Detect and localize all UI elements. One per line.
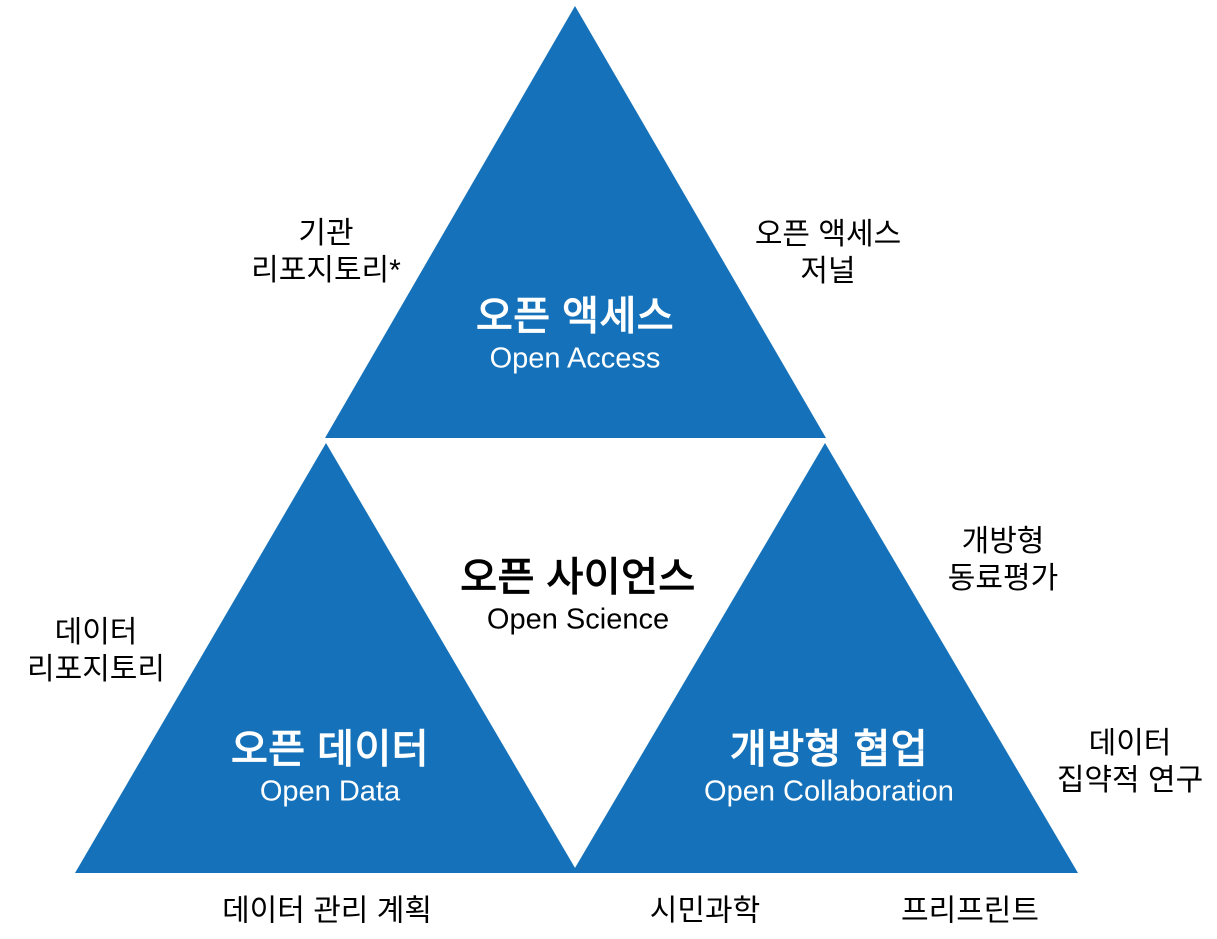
open-access-title-en: Open Access — [489, 342, 661, 375]
open-access-journal-label: 오픈 액세스 저널 — [755, 216, 901, 290]
open-collaboration-title-en: Open Collaboration — [704, 775, 954, 808]
open-data-label: 오픈 데이터 Open Data — [231, 727, 429, 810]
data-repository-line1: 데이터 — [54, 616, 138, 649]
preprint-label: 프리프린트 — [901, 894, 1039, 928]
open-access-journal-line2: 저널 — [800, 255, 856, 288]
data-repository-line2: 리포지토리 — [27, 653, 165, 686]
institutional-repository-label: 기관 리포지토리* — [251, 215, 401, 289]
institutional-repository-line1: 기관 — [298, 217, 354, 250]
open-science-title-ko: 오픈 사이언스 — [460, 555, 696, 600]
open-access-label: 오픈 액세스 Open Access — [476, 294, 674, 377]
open-access-journal-line1: 오픈 액세스 — [754, 218, 902, 251]
open-access-triangle-shape — [325, 6, 826, 438]
data-intensive-research-label: 데이터 집약적 연구 — [1057, 725, 1203, 799]
open-collaboration-triangle-shape — [572, 443, 1078, 873]
data-intensive-research-line1: 데이터 — [1088, 727, 1172, 760]
open-peer-review-label: 개방형 동료평가 — [948, 523, 1058, 597]
open-access-title-ko: 오픈 액세스 — [475, 294, 675, 339]
open-data-triangle-shape — [75, 443, 578, 873]
open-peer-review-line1: 개방형 — [961, 525, 1045, 558]
institutional-repository-line2: 리포지토리* — [251, 254, 401, 287]
open-science-label: 오픈 사이언스 Open Science — [460, 555, 695, 638]
open-science-title-en: Open Science — [486, 603, 670, 636]
citizen-science-label: 시민과학 — [649, 894, 761, 928]
data-management-plan-label: 데이터 관리 계획 — [222, 894, 432, 928]
data-repository-label: 데이터 리포지토리 — [27, 614, 165, 688]
open-data-title-en: Open Data — [259, 775, 401, 808]
open-collaboration-label: 개방형 협업 Open Collaboration — [704, 727, 954, 810]
open-peer-review-line2: 동료평가 — [947, 562, 1059, 595]
open-collaboration-title-ko: 개방형 협업 — [729, 727, 929, 772]
data-intensive-research-line2: 집약적 연구 — [1056, 764, 1204, 797]
open-data-title-ko: 오픈 데이터 — [230, 727, 430, 772]
